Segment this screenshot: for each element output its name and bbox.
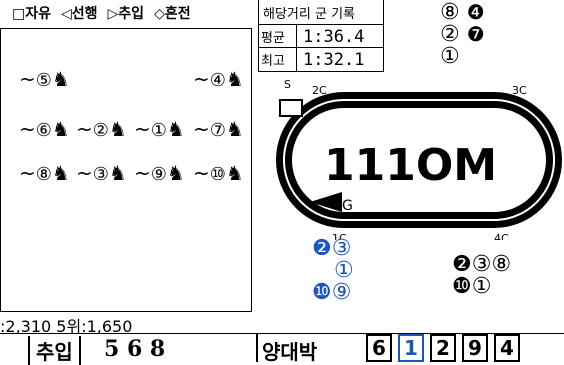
pick-card: 6 [366,334,392,362]
horse-marker: ~⑦♞ [193,117,244,141]
distance-record-box: 해당거리 군 기록 평균 1:36.4 최고 1:32.1 [258,0,384,72]
horse-marker: ~③♞ [76,161,127,185]
corner-label-s: S [284,80,291,91]
horse-marker: ~⑨♞ [134,161,185,185]
pos-row: ⑧ ❹ [440,0,485,25]
order-row: ❿① [452,274,492,299]
payout-line: :2,310 5위:1,650 [0,317,133,336]
corner4-order: ❷③⑧ ❿① [452,254,511,298]
pick-card: 2 [430,334,456,362]
avg-time: 1:36.4 [303,26,365,47]
legend-lead: ◁선행 [61,5,98,22]
chase-numbers: 5 6 8 [104,336,166,362]
record-best-row: 최고 1:32.1 [259,47,383,71]
chase-label: 추입 [28,336,81,365]
corner-label-3c: 3C [512,84,527,97]
divider [256,334,258,362]
legend-mixed: ◇혼전 [154,5,191,22]
pos-row: ② ❼ [440,22,485,47]
pick-card: 9 [462,334,488,362]
horse-marker: ~②♞ [76,117,127,141]
record-avg-row: 평균 1:36.4 [259,24,383,48]
pos-row: ① [440,44,460,69]
corner-label-2c: 2C [312,84,327,97]
pick-card: 1 [398,334,424,362]
track-inner [283,99,555,221]
strategy-legend: □자유 ◁선행 ▷추입 ◇혼전 [0,0,255,25]
horse-marker: ~⑤♞ [19,67,70,91]
record-header: 해당거리 군 기록 [263,6,355,22]
track-diagram: S 2C 3C 1C 4C G 111OM [276,80,562,240]
pick-card: 4 [494,334,520,362]
horse-marker: ~⑥♞ [19,117,70,141]
distance-label: 111OM [324,140,497,191]
legend-chase: ▷추입 [107,5,145,22]
start-positions: ⑧ ❹ ② ❼ ① [440,2,485,68]
corner-label-4c: 4C [494,232,509,240]
best-label: 최고 [259,48,297,71]
horse-marker: ~④♞ [193,67,244,91]
horse-marker: ~①♞ [134,117,185,141]
goal-label: G [342,198,353,214]
corner1-order: ❷③ ① ❿⑨ [312,238,354,304]
order-row: ❿⑨ [312,280,352,305]
direction-arrow-icon [310,192,342,212]
corner-label-1c: 1C [332,232,347,240]
best-time: 1:32.1 [303,49,365,70]
order-row: ❷③⑧ [452,252,512,277]
order-row: ① [334,258,354,283]
horse-marker: ~⑩♞ [193,161,244,185]
pick-label: 양대박 [262,340,318,364]
start-gate [279,99,303,117]
legend-free: □자유 [12,5,51,22]
horse-formation-panel: ~⑤♞ ~④♞ ~⑥♞ ~②♞ ~①♞ ~⑦♞ ~⑧♞ ~③♞ ~⑨♞ ~⑩♞ [0,28,252,312]
horse-marker: ~⑧♞ [19,161,70,185]
avg-label: 평균 [259,25,297,48]
order-row: ❷③ [312,236,352,261]
